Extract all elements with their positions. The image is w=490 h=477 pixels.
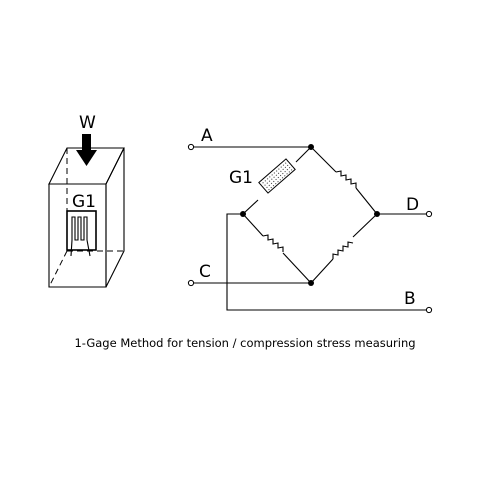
hidden-edge-diagonal: [48, 250, 68, 288]
terminal-c-label: C: [199, 262, 211, 282]
node-top: [308, 144, 314, 150]
terminal-d: [425, 210, 433, 218]
node-left: [240, 211, 246, 217]
block-right-face: [105, 147, 125, 288]
strain-gauge-icon: [66, 210, 97, 257]
terminal-a-label: A: [201, 126, 213, 146]
terminal-c: [187, 279, 195, 287]
bridge-gauge-g1: [258, 158, 296, 194]
specimen-block: [48, 147, 125, 288]
wire-b: [226, 213, 427, 311]
gage-block-label: G1: [72, 192, 96, 212]
terminal-a: [187, 143, 195, 151]
bridge-circuit: [187, 143, 433, 314]
node-bottom: [308, 280, 314, 286]
resistor-bottom-right: [332, 241, 354, 259]
node-right: [374, 211, 380, 217]
resistor-top-right: [335, 170, 357, 188]
weight-label: W: [79, 113, 96, 133]
gage-bridge-label: G1: [229, 168, 253, 188]
terminal-b: [425, 306, 433, 314]
caption: 1-Gage Method for tension / compression …: [74, 336, 415, 350]
terminal-b-label: B: [404, 289, 416, 309]
terminal-d-label: D: [406, 195, 419, 215]
resistor-bottom-left: [262, 234, 284, 252]
load-arrow-icon: [76, 134, 97, 166]
